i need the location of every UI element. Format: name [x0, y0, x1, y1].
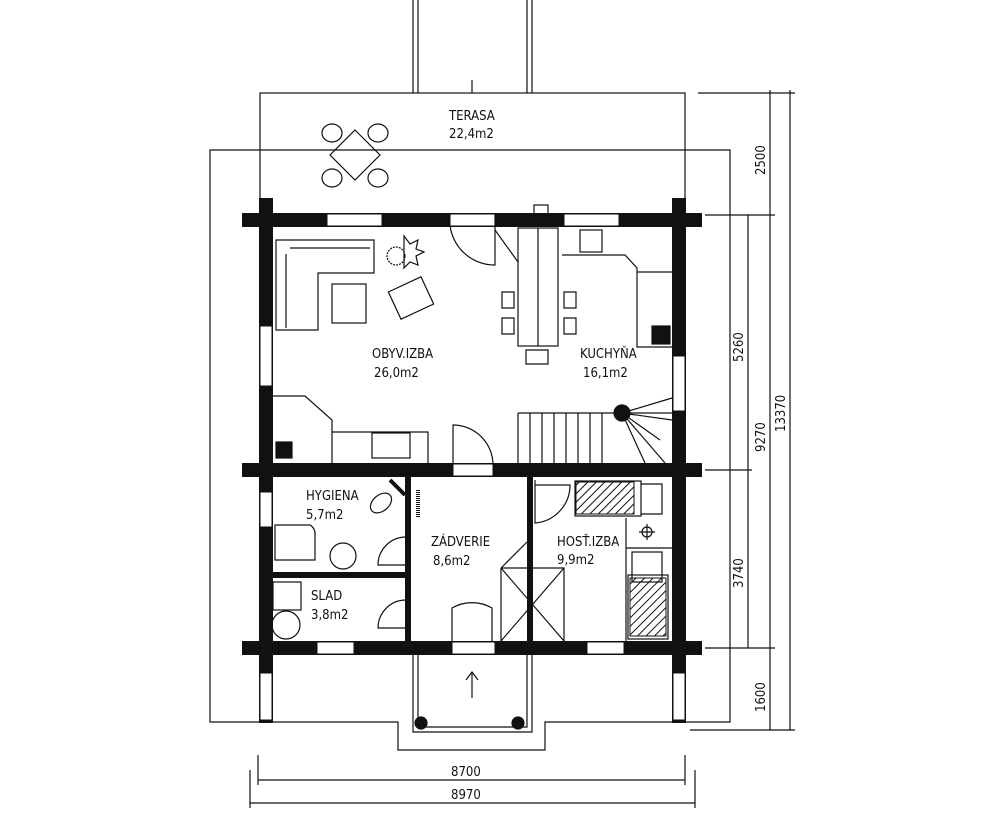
room-name: ZÁDVERIE	[431, 534, 490, 550]
dimension-label: 9270	[754, 422, 769, 452]
room-labels: TERASA 22,4m2 OBYV.IZBA 26,0m2 KUCHYŇA 1…	[306, 109, 637, 623]
dimension-label: 8700	[451, 765, 481, 780]
dimension-lines	[249, 90, 795, 808]
dimension-label: 1600	[754, 682, 769, 712]
furniture	[271, 204, 673, 733]
terrace-table	[321, 123, 389, 188]
dimension-label: 5260	[732, 332, 747, 362]
room-area: 8,6m2	[433, 554, 470, 569]
bed-hatched	[629, 577, 667, 637]
dimension-label: 3740	[732, 558, 747, 588]
room-name: OBYV.IZBA	[372, 347, 433, 362]
room-area: 5,7m2	[306, 508, 343, 523]
dimension-label: 2500	[754, 145, 769, 175]
room-area: 22,4m2	[449, 127, 494, 142]
dimension-labels: 2500 5260 9270 13370 3740 1600 8700 8970	[451, 145, 789, 803]
room-name: HYGIENA	[306, 489, 359, 504]
room-area: 3,8m2	[311, 608, 348, 623]
bed-hatched	[575, 481, 635, 515]
pergola	[412, 0, 533, 93]
room-area: 26,0m2	[374, 366, 419, 381]
dimension-label: 8970	[451, 788, 481, 803]
room-area: 16,1m2	[583, 366, 628, 381]
dimension-label: 13370	[774, 395, 789, 432]
room-area: 9,9m2	[557, 553, 594, 568]
room-name: HOSŤ.IZBA	[557, 534, 619, 550]
room-name: SLAD	[311, 589, 342, 604]
room-name: TERASA	[448, 109, 495, 124]
room-name: KUCHYŇA	[580, 346, 637, 362]
windows	[259, 213, 686, 721]
